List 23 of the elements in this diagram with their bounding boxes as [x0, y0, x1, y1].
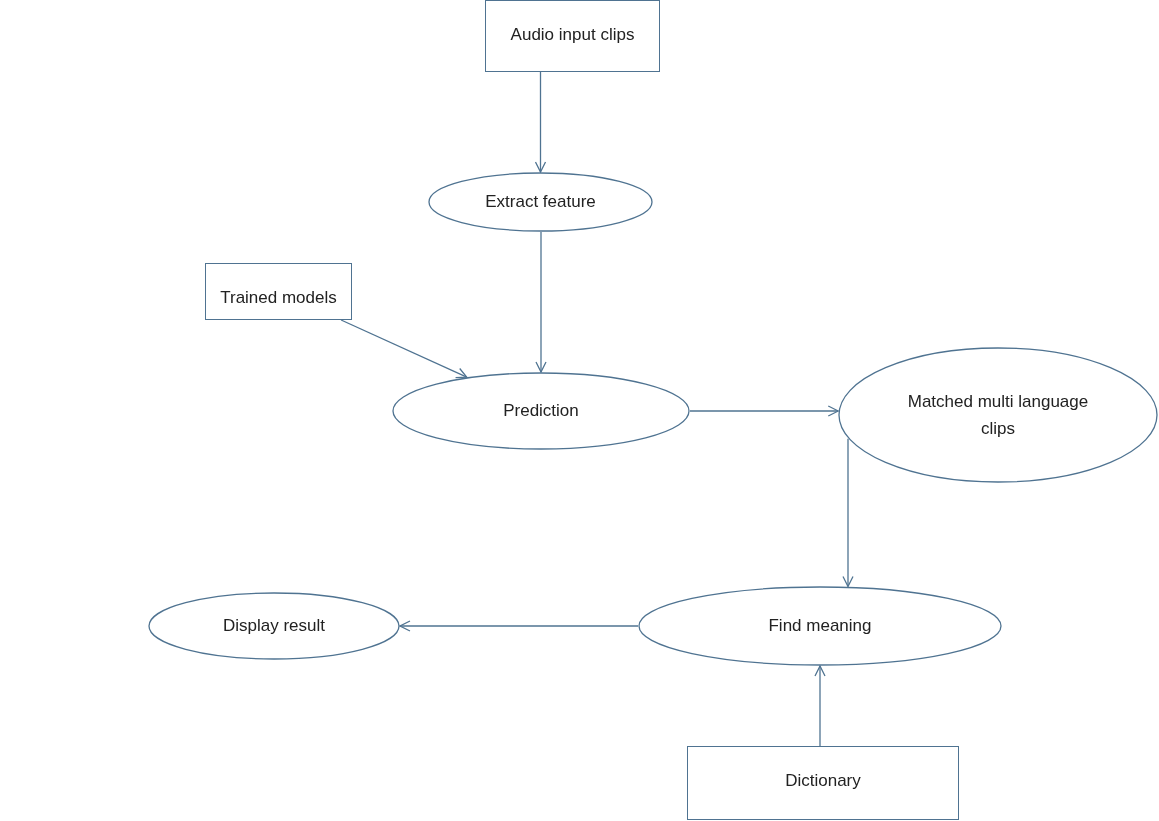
node-label: Extract feature: [485, 191, 596, 214]
input-box: [205, 263, 352, 320]
process-ellipse: [428, 172, 653, 232]
arrow: [534, 71, 547, 173]
node-label: Audio input clips: [510, 24, 635, 46]
node-label: Prediction: [503, 400, 579, 423]
node-label: Trained models: [220, 287, 337, 309]
process-ellipse: [392, 372, 690, 450]
node-label: Find meaning: [768, 615, 872, 638]
process-ellipse: [838, 347, 1158, 483]
arrow: [842, 438, 854, 588]
input-box: [687, 746, 959, 820]
arrow: [535, 231, 547, 373]
node-label: Dictionary: [785, 770, 861, 792]
node-label: Matched multi language clips: [906, 390, 1090, 440]
output-ellipse: [148, 592, 400, 660]
input-box: [485, 0, 660, 72]
arrow: [689, 405, 839, 417]
process-ellipse: [638, 586, 1002, 666]
arrow: [814, 665, 826, 747]
arrow: [399, 620, 639, 632]
arrow: [340, 319, 468, 379]
node-label: Display result: [222, 615, 325, 638]
